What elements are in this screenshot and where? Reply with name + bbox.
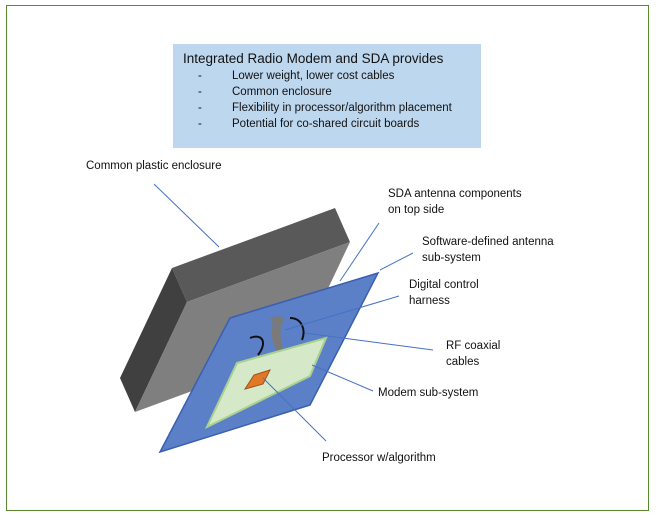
label-line: on top side [388, 204, 445, 216]
label-sda-subsystem: Software-defined antenna sub-system [422, 234, 554, 266]
label-line: harness [409, 295, 450, 307]
leader-line-rf-cables [304, 332, 434, 351]
enclosure-left-face [120, 268, 187, 412]
rf-coax-cable [249, 335, 265, 356]
label-line: cables [446, 356, 480, 368]
bullet-dash: - [198, 70, 202, 82]
label-modem: Modem sub-system [378, 387, 479, 399]
label-line: SDA antenna components [388, 188, 522, 200]
label-sda-components: SDA antenna components on top side [388, 186, 522, 218]
bullet-dash: - [198, 118, 202, 130]
processor-chip [243, 369, 271, 390]
label-line: sub-system [422, 252, 481, 264]
callout-item-text: Potential for co-shared circuit boards [232, 118, 420, 130]
label-rf-cables: RF coaxial cables [446, 338, 500, 370]
callout-item-text: Common enclosure [232, 86, 332, 98]
leader-line-processor [262, 377, 327, 442]
bullet-dash: - [198, 86, 202, 98]
leader-line-modem [311, 364, 374, 392]
digital-control-harness [270, 316, 284, 352]
diagram-frame [6, 5, 649, 511]
label-line: Digital control [409, 279, 479, 291]
modem-board [204, 336, 328, 430]
leader-line-sda-subsystem [379, 252, 414, 271]
bullet-dash: - [198, 102, 202, 114]
label-line: Software-defined antenna [422, 236, 554, 248]
callout-title: Integrated Radio Modem and SDA provides [183, 51, 444, 66]
leader-line-enclosure [153, 183, 220, 248]
enclosure-top-face [172, 208, 350, 302]
label-digital-harness: Digital control harness [409, 277, 479, 309]
callout-item-text: Flexibility in processor/algorithm place… [232, 102, 452, 114]
summary-callout: Integrated Radio Modem and SDA provides … [173, 44, 481, 148]
leader-line-digital-harness [284, 295, 400, 331]
label-enclosure: Common plastic enclosure [86, 160, 222, 172]
leader-line-sda-components [339, 222, 380, 282]
label-line: RF coaxial [446, 340, 501, 352]
callout-item-text: Lower weight, lower cost cables [232, 70, 395, 82]
label-processor: Processor w/algorithm [322, 452, 436, 464]
